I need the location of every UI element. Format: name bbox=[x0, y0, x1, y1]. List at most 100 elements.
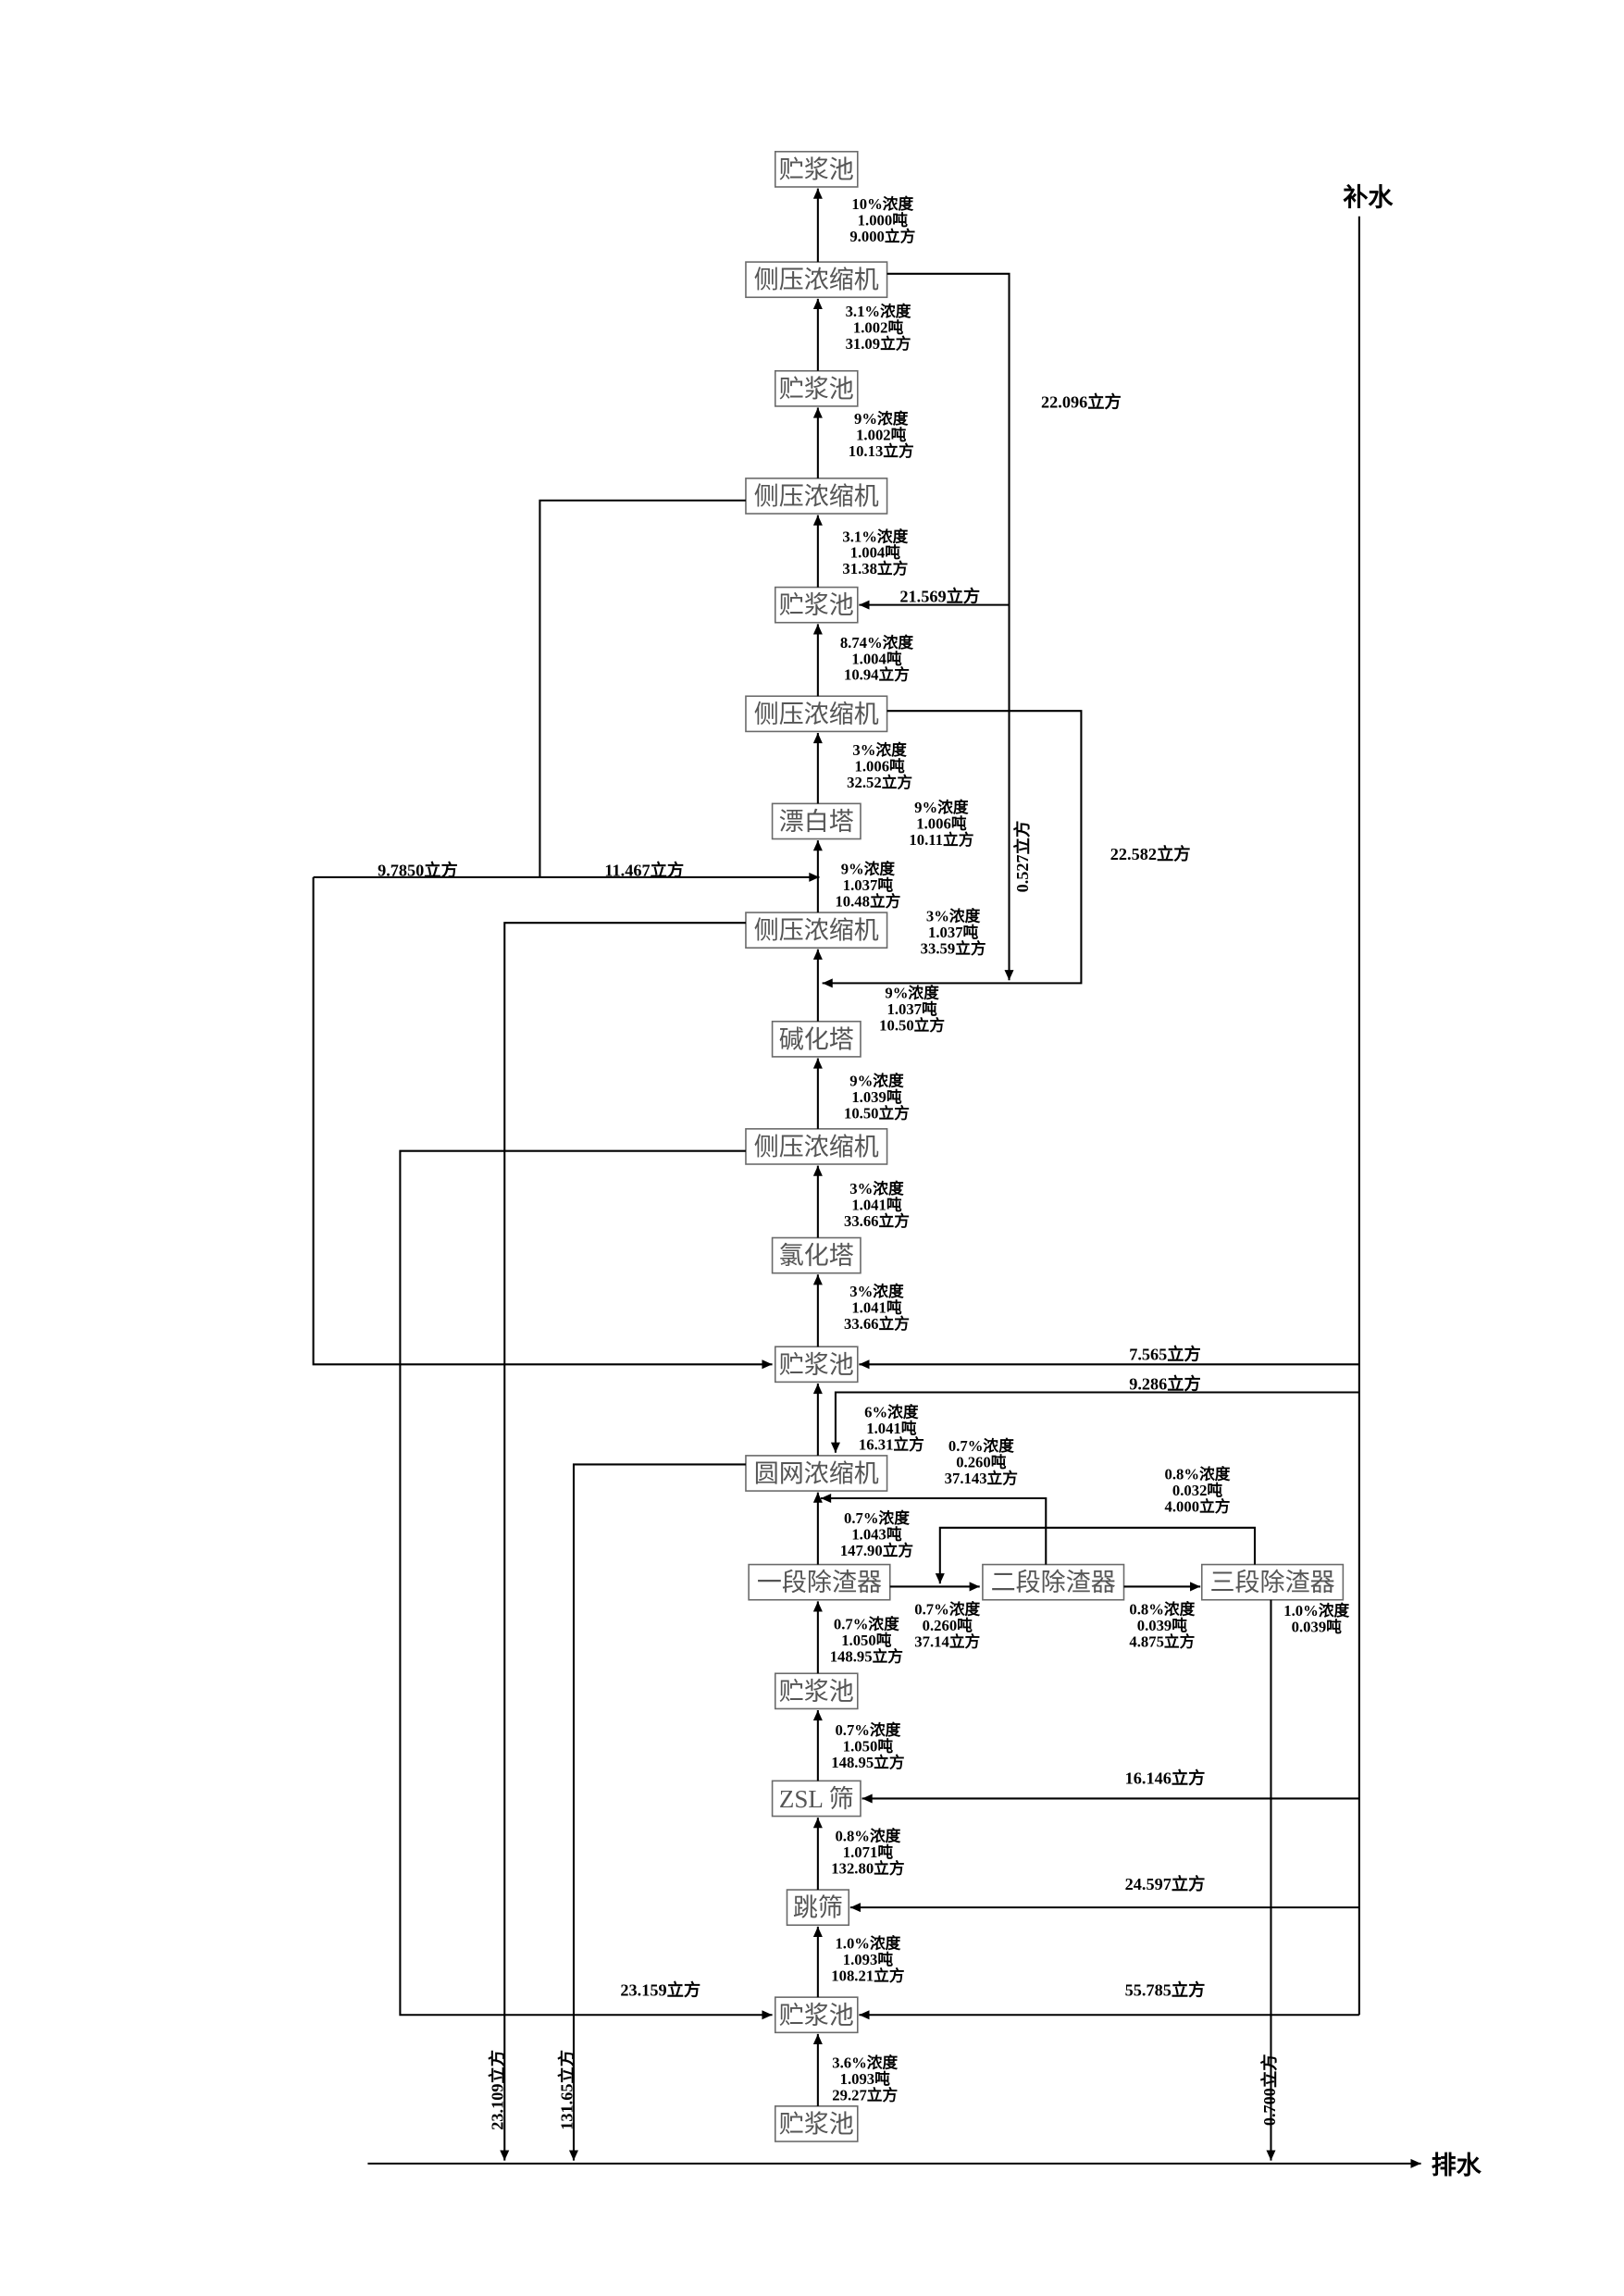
unit-vibrating-screen: 跳筛 bbox=[786, 1889, 850, 1927]
stream-volume: 10.94立方 bbox=[844, 665, 910, 684]
stream-consistency: 0.8%浓度 bbox=[1129, 1600, 1195, 1619]
unit-side-press-thickener-1: 侧压浓缩机 bbox=[745, 261, 888, 299]
makeup-to-cylinder-thickener bbox=[830, 1391, 1359, 1453]
unit-box bbox=[771, 1236, 862, 1274]
stream-volume: 148.95立方 bbox=[830, 1647, 903, 1666]
dilution-line-to-storage-tank-4 bbox=[312, 876, 773, 1370]
stream-volume: 31.38立方 bbox=[842, 559, 908, 577]
stream-volume: 4.000立方 bbox=[1165, 1496, 1231, 1515]
stream-consistency: 0.7%浓度 bbox=[914, 1600, 980, 1619]
water-flow-label: 16.146立方 bbox=[1125, 1769, 1206, 1788]
stream-volume: 31.09立方 bbox=[846, 334, 911, 353]
stream-mass: 1.041吨 bbox=[851, 1298, 902, 1317]
filtrate-line-thickener-2 bbox=[539, 499, 746, 877]
unit-zsl-screen: ZSL 筛 bbox=[771, 1780, 862, 1818]
stream-consistency: 0.8%浓度 bbox=[835, 1827, 900, 1845]
stream-volume: 9.000立方 bbox=[849, 227, 915, 245]
unit-label: 贮浆池 bbox=[779, 2002, 854, 2029]
unit-bleaching-tower: 漂白塔 bbox=[771, 802, 862, 840]
unit-box bbox=[774, 1672, 859, 1710]
unit-cylinder-thickener: 圆网浓缩机 bbox=[745, 1455, 888, 1492]
stream-volume: 147.90立方 bbox=[840, 1541, 913, 1559]
drain-line-thickener-4 bbox=[500, 922, 746, 2161]
stream-mass: 1.041吨 bbox=[851, 1195, 902, 1213]
stream-consistency: 1.0%浓度 bbox=[835, 1934, 900, 1953]
stream-consistency: 9%浓度 bbox=[849, 1072, 904, 1090]
unit-label: 三段除渣器 bbox=[1210, 1569, 1335, 1596]
unit-label: 贮浆池 bbox=[779, 591, 854, 619]
unit-box bbox=[745, 912, 888, 949]
water-flow-label: 9.7850立方 bbox=[378, 860, 458, 879]
water-flow-label: 21.569立方 bbox=[899, 586, 980, 605]
unit-label: 一段除渣器 bbox=[757, 1569, 882, 1596]
stream-mass: 0.032吨 bbox=[1172, 1481, 1223, 1499]
unit-box bbox=[771, 802, 862, 840]
stream-mass: 1.039吨 bbox=[851, 1087, 902, 1106]
stream-mass: 1.093吨 bbox=[840, 2069, 891, 2088]
stream-consistency: 3.6%浓度 bbox=[832, 2053, 898, 2071]
stream-consistency: 8.74%浓度 bbox=[840, 633, 914, 652]
stream-mass: 1.050吨 bbox=[841, 1631, 892, 1649]
unit-label: 侧压浓缩机 bbox=[754, 1133, 879, 1160]
unit-storage-tank-2: 贮浆池 bbox=[774, 369, 859, 407]
unit-box bbox=[745, 261, 888, 299]
unit-label: 贮浆池 bbox=[779, 1351, 854, 1379]
stream-volume: 37.143立方 bbox=[945, 1469, 1018, 1487]
stream-mass: 0.260吨 bbox=[923, 1616, 973, 1634]
filtrate-line-thickener-3 bbox=[822, 710, 1083, 988]
stream-consistency: 6%浓度 bbox=[864, 1403, 919, 1421]
stream-mass: 1.037吨 bbox=[886, 999, 937, 1018]
stream-volume: 4.875立方 bbox=[1129, 1632, 1195, 1651]
stream-mass: 1.071吨 bbox=[843, 1843, 894, 1861]
unit-storage-tank-5: 贮浆池 bbox=[774, 1672, 859, 1710]
stream-consistency: 3%浓度 bbox=[926, 907, 981, 925]
stream-consistency: 9%浓度 bbox=[914, 798, 969, 816]
unit-chlorination-tower: 氯化塔 bbox=[771, 1236, 862, 1274]
stream-mass: 1.002吨 bbox=[853, 317, 904, 336]
unit-label: 贮浆池 bbox=[779, 155, 854, 183]
stream-volume: 37.14立方 bbox=[914, 1632, 980, 1651]
unit-box bbox=[771, 1780, 862, 1818]
stream-volume: 32.52立方 bbox=[847, 773, 912, 791]
unit-box bbox=[774, 1996, 859, 2034]
unit-box bbox=[774, 369, 859, 407]
makeup-water-label: 补水 bbox=[1343, 184, 1394, 213]
unit-storage-tank-6: 贮浆池 bbox=[774, 1996, 859, 2034]
unit-label: 跳筛 bbox=[793, 1894, 843, 1922]
stream-consistency: 9%浓度 bbox=[885, 983, 939, 1001]
unit-label: 贮浆池 bbox=[779, 375, 854, 403]
unit-storage-tank-1: 贮浆池 bbox=[774, 151, 859, 188]
stream-volume: 10.13立方 bbox=[849, 441, 914, 460]
water-flow-label: 11.467立方 bbox=[604, 860, 684, 879]
water-flow-label: 7.565立方 bbox=[1129, 1345, 1201, 1364]
drain-line-cylinder-thickener bbox=[568, 1463, 746, 2161]
unit-box bbox=[748, 1563, 891, 1601]
water-flow-label: 22.582立方 bbox=[1110, 844, 1191, 863]
accept-stage-3-return bbox=[935, 1526, 1257, 1584]
water-flow-label: 24.597立方 bbox=[1125, 1874, 1206, 1893]
unit-storage-tank-7: 贮浆池 bbox=[774, 2105, 859, 2142]
stream-volume: 10.48立方 bbox=[835, 892, 900, 911]
water-flow-label: 23.159立方 bbox=[620, 1980, 700, 2000]
unit-side-press-thickener-2: 侧压浓缩机 bbox=[745, 478, 888, 515]
unit-label: 侧压浓缩机 bbox=[754, 267, 879, 294]
water-flow-label: 9.286立方 bbox=[1129, 1373, 1201, 1393]
stream-consistency: 3%浓度 bbox=[852, 740, 907, 759]
unit-box bbox=[1200, 1563, 1345, 1601]
stream-volume: 10.11立方 bbox=[909, 830, 973, 849]
stream-consistency: 0.7%浓度 bbox=[844, 1508, 910, 1527]
unit-label: 氯化塔 bbox=[779, 1242, 854, 1270]
unit-box bbox=[745, 695, 888, 733]
stream-mass: 1.050吨 bbox=[843, 1737, 894, 1756]
